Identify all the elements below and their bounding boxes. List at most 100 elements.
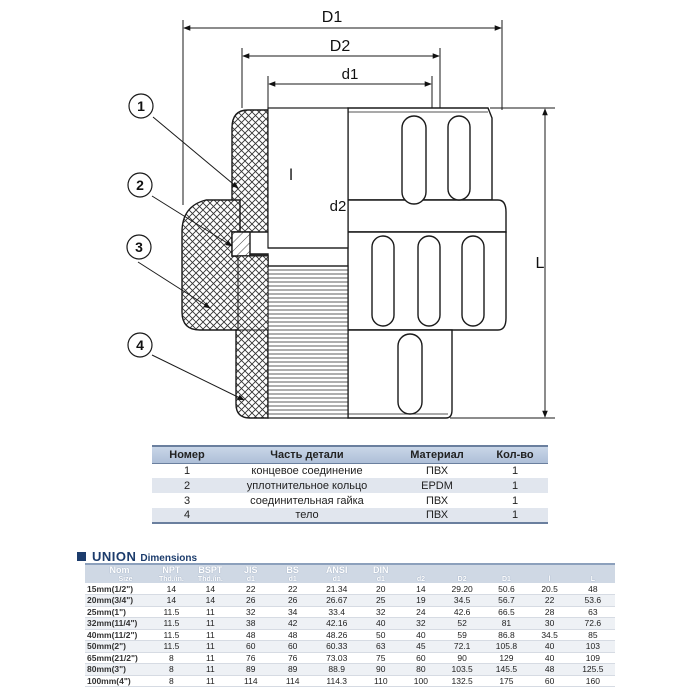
dimension-D2 [241,48,441,108]
dimension-cell: 32 [359,606,402,618]
dimension-cell: 30 [528,617,571,630]
dimension-cell: 14 [190,583,230,595]
part-2-o-ring [231,231,251,257]
dimension-cell: 60 [229,640,272,653]
dimension-cell: 42.16 [313,617,360,630]
dimensions-subheader-cell: Thd./in. [151,575,191,583]
part-1-end-connection [231,109,269,233]
dimension-cell: 11.5 [151,629,191,641]
dimension-cell: 8 [151,675,191,687]
cell: тело [222,508,392,524]
dimension-cell: 114 [229,675,272,687]
dimensions-header-cell [570,563,615,575]
dimension-cell: 45 [401,640,440,653]
dimension-cell: 22 [528,594,571,607]
dimension-d1 [267,76,433,108]
cell: ПВХ [392,508,482,524]
dimensions-header-cell [528,563,571,575]
dimensions-subheader-cell: Size [85,575,152,583]
dimension-cell: 28 [528,606,571,618]
callout-3-label: 3 [135,239,143,255]
dimension-cell: 90 [440,652,485,664]
dimension-cell: 86.8 [484,629,529,641]
dimension-cell: 63 [359,640,402,653]
dimensions-subheader-cell: l [528,575,571,583]
dimensions-header-cell: JIS [229,563,272,575]
dimension-cell: 11 [190,663,230,676]
cell: 1 [482,508,548,524]
dimension-cell: 60 [528,675,571,687]
dimensions-header-cell: DIN [359,563,402,575]
dimension-cell: 32 [401,617,440,630]
dimension-cell: 63 [570,606,615,618]
callout-1-label: 1 [137,98,145,114]
dimension-cell: 114.3 [313,675,360,687]
dimension-cell: 53.6 [570,594,615,607]
dimension-cell: 22 [271,583,314,595]
dimension-cell: 132.5 [440,675,485,687]
table-row: 4 тело ПВХ 1 [152,508,548,524]
dimension-cell: 42 [271,617,314,630]
label-d1: d1 [342,66,359,83]
dimension-cell: 103.5 [440,663,485,676]
dimensions-header-cell: NPT [151,563,191,575]
callout-4-label: 4 [136,337,144,353]
dimension-cell: 22 [229,583,272,595]
cell: концевое соединение [251,464,363,477]
dimension-cell: 88.9 [313,663,360,676]
cell: соединительная гайка [250,494,364,507]
dimension-cell: 72.1 [440,640,485,653]
dimension-cell: 42.6 [440,606,485,618]
table-row: 1 концевое соединение ПВХ 1 [152,463,548,478]
dimension-cell: 40 [528,640,571,653]
dimension-cell: 19 [401,594,440,607]
dimension-cell: 60.33 [313,640,360,653]
dimension-cell: 110 [359,675,402,687]
dimension-cell: 11 [190,617,230,630]
label-D1: D1 [322,9,343,26]
dimensions-subheader-cell: d1 [271,575,314,583]
dimension-cell: 34.5 [440,594,485,607]
dimension-cell: 26 [229,594,272,607]
dimension-cell: 59 [440,629,485,641]
dimension-cell: 129 [484,652,529,664]
dimensions-header-cell: Nom [85,563,152,575]
dimension-cell: 60 [271,640,314,653]
dimensions-header-cell [484,563,529,575]
dimensions-subheader-cell: d2 [401,575,440,583]
dimensions-subheader-cell: d1 [313,575,360,583]
dimension-cell: 34.5 [528,629,571,641]
dimension-cell: 75 [359,652,402,664]
dimension-cell: 50 [359,629,402,641]
dimension-cell: 109 [570,652,615,664]
cell: 4 [152,508,222,524]
dimension-cell: 89 [271,663,314,676]
dimension-cell: 100 [401,675,440,687]
header-quantity: Кол-во [482,445,548,464]
dimension-cell: 11.5 [151,606,191,618]
dimensions-subheader-cell: Thd./in. [190,575,230,583]
dimension-cell: 160 [570,675,615,687]
dimension-cell: 40 [359,617,402,630]
label-D2: D2 [330,38,351,55]
dimensions-header-cell [440,563,485,575]
dimension-cell: 48 [229,629,272,641]
dimension-cell: 14 [190,594,230,607]
cell: ПВХ [425,494,449,507]
dimension-cell: 33.4 [313,606,360,618]
dimension-cell: 8 [151,663,191,676]
dimension-cell: 24 [401,606,440,618]
dimension-cell: 52 [440,617,485,630]
dimension-cell: 81 [484,617,529,630]
dimension-cell: 21.34 [313,583,360,595]
dimension-cell: 145.5 [484,663,529,676]
cell: EPDM [392,478,482,493]
dimension-cell: 20 [359,583,402,595]
dimension-cell: 8 [151,652,191,664]
size-cell: 80mm(3") [85,663,152,676]
label-l: l [289,167,293,184]
